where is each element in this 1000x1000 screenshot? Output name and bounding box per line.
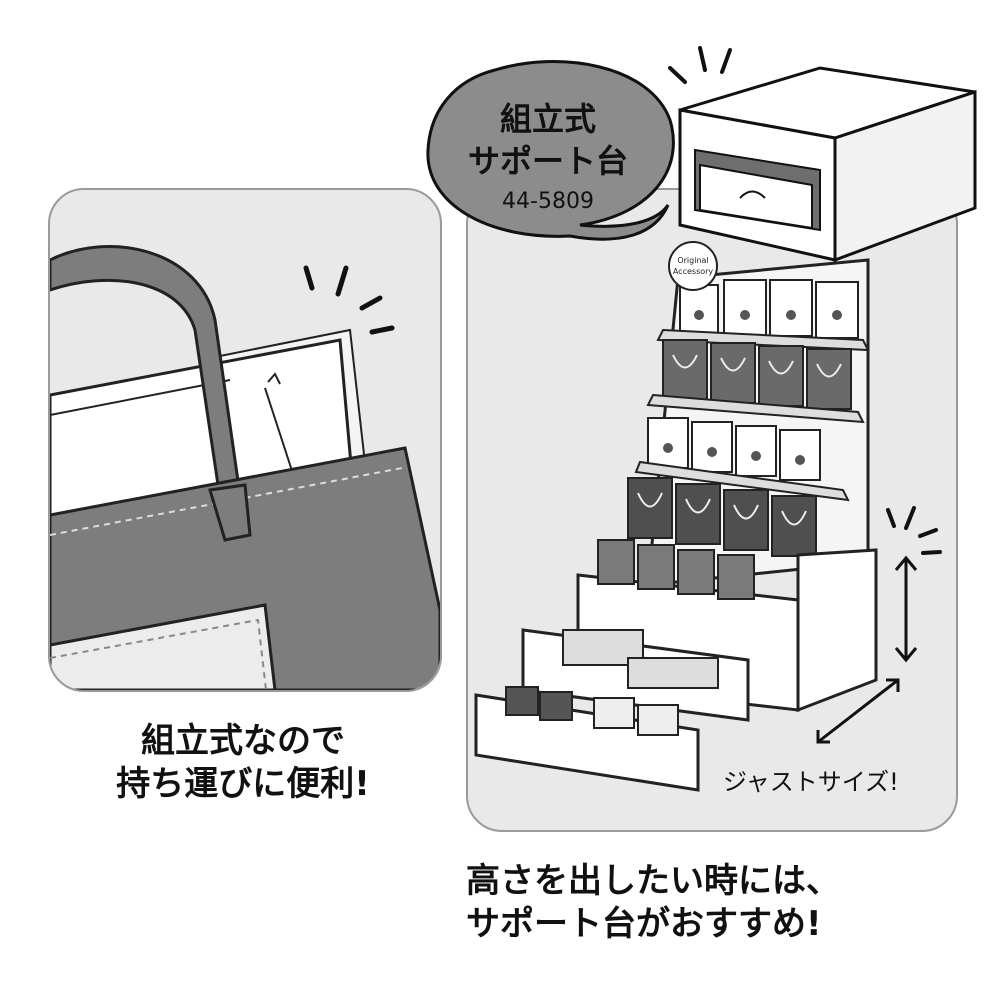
- just-size-note: ジャストサイズ!: [723, 768, 899, 796]
- bag-pocket: [50, 603, 277, 690]
- left-illustration-panel: [48, 188, 442, 692]
- motion-lines-right: [886, 506, 942, 555]
- right-illustration-panel: Original Accessory: [466, 188, 958, 832]
- tote-bag-illustration: [50, 245, 440, 690]
- product-speech-bubble: 組立式 サポート台 44-5809: [426, 60, 675, 241]
- box-motion-lines: [668, 46, 732, 84]
- left-caption-line2: 持ち運びに便利!: [116, 763, 370, 804]
- jewelry-cards: [627, 279, 870, 557]
- display-stand-illustration: Original Accessory: [474, 241, 942, 796]
- right-caption: 高さを出したい時には、 サポート台がおすすめ!: [466, 860, 986, 945]
- product-code: 44-5809: [502, 189, 594, 214]
- support-stand: [474, 539, 878, 792]
- bubble-title-line1: 組立式: [500, 100, 596, 138]
- badge-line1: Original: [677, 256, 708, 265]
- support-box: [678, 66, 977, 263]
- left-caption: 組立式なので 持ち運びに便利!: [48, 720, 438, 805]
- motion-lines: [303, 265, 395, 335]
- left-caption-line1: 組立式なので: [141, 721, 345, 761]
- right-caption-line2: サポート台がおすすめ!: [466, 903, 822, 944]
- bubble-title-line2: サポート台: [468, 142, 628, 180]
- right-caption-line1: 高さを出したい時には、: [466, 861, 840, 901]
- top-overlay-illustration: 組立式 サポート台 44-5809: [426, 46, 977, 263]
- original-accessory-badge: Original Accessory: [668, 241, 718, 291]
- badge-line2: Accessory: [673, 267, 714, 276]
- dimension-arrows: [816, 555, 918, 744]
